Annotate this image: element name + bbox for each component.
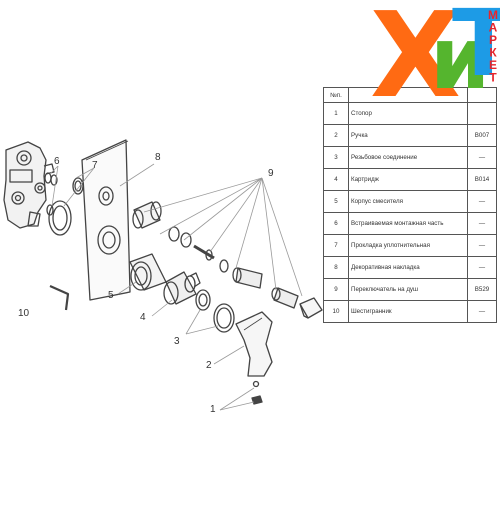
part-1-stopper [251,380,263,405]
table-header-row: №п. [323,87,497,103]
callout-7: 7 [92,160,98,171]
logo-letter-x: Х [370,0,461,124]
part-4-cartridge [163,271,201,305]
callout-9: 9 [268,168,274,179]
logo-letter-t: Т [452,0,500,97]
part-5-housing [129,253,167,291]
leader-lines [49,163,303,411]
part-6-fittings [44,172,58,216]
logo-market-text: МАРКЕТ [486,8,500,83]
callout-6: 6 [54,156,60,167]
callout-5: 5 [108,290,114,301]
callout-10: 10 [18,308,30,319]
callout-labels: 1 2 3 4 5 6 7 8 9 10 [18,152,274,415]
callout-8: 8 [155,152,161,163]
logo-letter-i: и [430,9,491,109]
part-3-threaded-connection [195,289,235,333]
part-10-hex-key [49,284,70,311]
part-6-mounting-body [3,141,55,229]
part-8-decorative-plate [81,139,131,301]
callout-1: 1 [210,404,216,415]
table-header-num: №п. [323,87,349,103]
callout-2: 2 [206,360,212,371]
part-2-handle [235,311,273,377]
callout-4: 4 [140,312,146,323]
part-7-gaskets [48,177,84,236]
part-9-diverter [132,201,323,319]
callout-3: 3 [174,336,180,347]
xit-market-logo: Х и Т [370,0,500,135]
